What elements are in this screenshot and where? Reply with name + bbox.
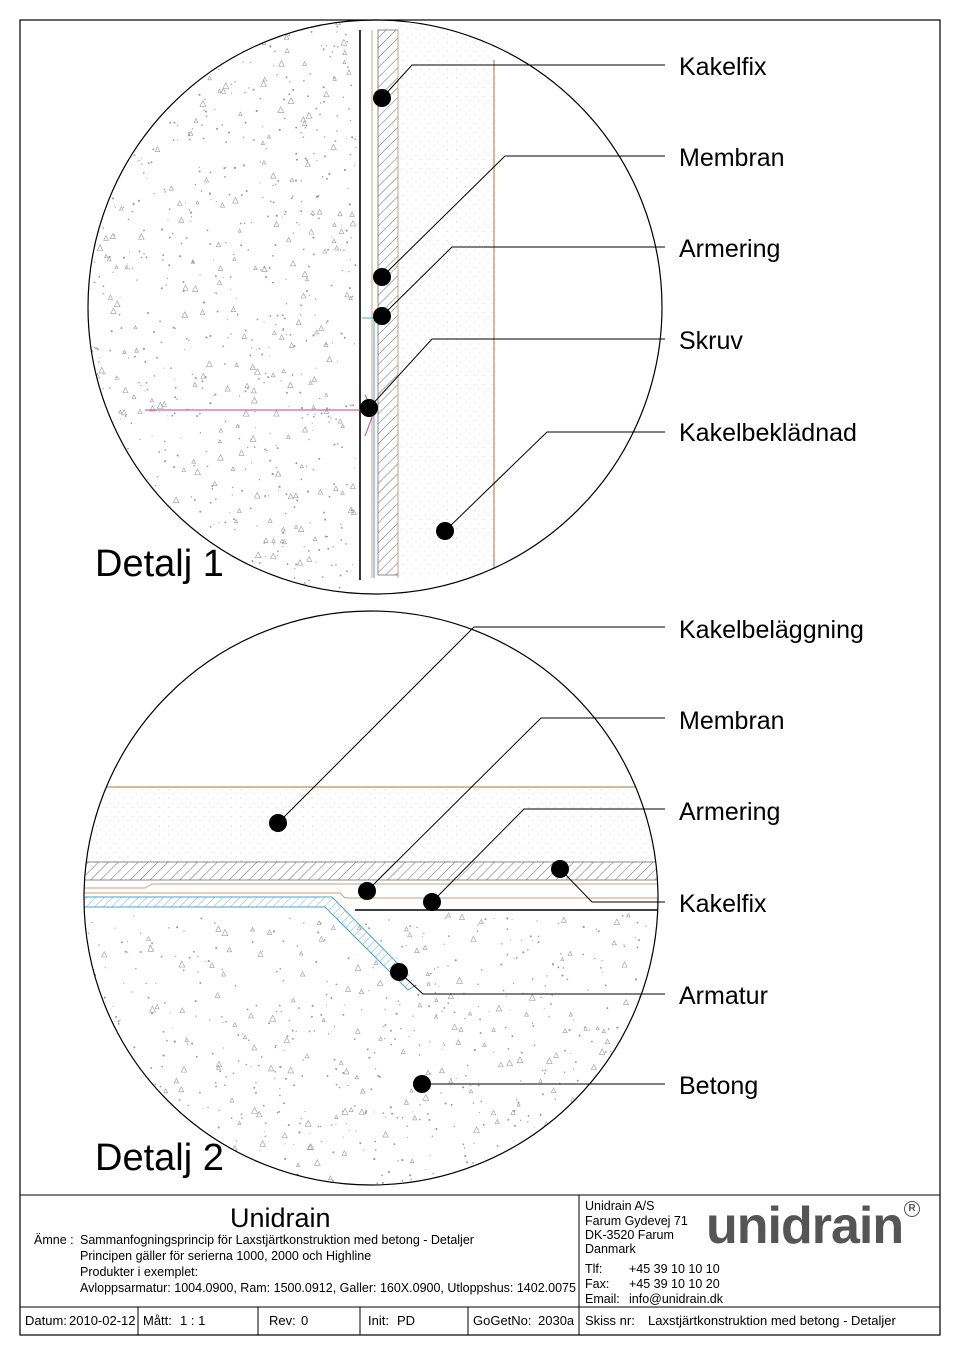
detail-1-title: Detalj 1 — [95, 543, 224, 585]
datum-value: 2010-02-12 — [69, 1313, 136, 1328]
subject-line: Principen gäller för serierna 1000, 2000… — [80, 1249, 372, 1263]
subject-line: Sammanfogningsprincip för Laxstjärtkonst… — [80, 1233, 474, 1247]
callout-dot — [551, 860, 569, 878]
leader-line — [444, 431, 665, 532]
callout-dot — [373, 268, 391, 286]
label-armatur: Armatur — [679, 982, 768, 1010]
gogetno-value: 2030a — [538, 1313, 575, 1328]
matt-label: Mått: — [143, 1313, 172, 1328]
contact-label: Email: — [585, 1292, 620, 1306]
title-block-frame — [20, 1194, 940, 1335]
unidrain-logo: unidrain — [706, 1197, 904, 1255]
label-armering: Armering — [679, 798, 781, 826]
skiss-value: Laxstjärtkonstruktion med betong - Detal… — [648, 1313, 896, 1328]
concrete-speckle — [84, 912, 658, 1185]
contact-label: Tlf: — [585, 1262, 603, 1276]
label-skruv: Skruv — [679, 327, 743, 355]
label-kakelbelaggning: Kakelbeläggning — [679, 616, 864, 644]
detail-2-circle — [83, 610, 659, 1186]
leader-line — [381, 64, 665, 99]
label-membran: Membran — [679, 144, 785, 172]
subject-line: Avloppsarmatur: 1004.0900, Ram: 1500.091… — [80, 1281, 576, 1295]
contact-value: +45 39 10 10 20 — [629, 1277, 720, 1291]
label-armering: Armering — [679, 235, 781, 263]
membrane-line — [84, 892, 658, 899]
detail-1-circle — [87, 19, 663, 595]
rev-label: Rev: — [269, 1313, 296, 1328]
init-value: PD — [397, 1313, 416, 1328]
concrete-speckle — [88, 20, 357, 594]
company-title: Unidrain — [230, 1203, 331, 1233]
datum-label: Datum: — [25, 1313, 67, 1328]
label-kakelbekladnad: Kakelbeklädnad — [679, 419, 857, 447]
kakelfix-layer — [84, 861, 658, 881]
callout-dot — [358, 882, 376, 900]
detail-2-title: Detalj 2 — [95, 1137, 224, 1179]
gogetno-label: GoGetNo: — [473, 1313, 532, 1328]
address-line: DK-3520 Farum — [585, 1228, 674, 1242]
contact-value: info@unidrain.dk — [629, 1292, 723, 1306]
detail-1-drawing — [87, 19, 663, 595]
leader-line — [431, 808, 665, 903]
registered-mark: R — [904, 1201, 920, 1217]
matt-value: 1 : 1 — [180, 1313, 206, 1328]
callout-dot — [436, 522, 454, 540]
leader-line — [381, 246, 665, 317]
leader-line — [366, 717, 665, 892]
leader-line — [559, 868, 665, 903]
leader-line — [381, 155, 665, 278]
label-betong: Betong — [679, 1072, 759, 1100]
armatur-flange — [84, 896, 419, 991]
tile-cladding-panel — [398, 20, 494, 578]
label-kakelfix: Kakelfix — [679, 53, 767, 81]
callout-dot — [360, 399, 378, 417]
sheet-frame — [19, 19, 941, 1336]
contact-value: +45 39 10 10 10 — [629, 1262, 720, 1276]
label-kakelfix: Kakelfix — [679, 890, 767, 918]
label-membran: Membran — [679, 707, 785, 735]
init-label: Init: — [368, 1313, 389, 1328]
address-line: Farum Gydevej 71 — [585, 1214, 688, 1228]
concrete-wall — [88, 20, 360, 594]
concrete-slab — [84, 910, 658, 1185]
leader-line — [277, 626, 665, 824]
subject-line: Produkter i exemplet: — [80, 1265, 199, 1279]
tile-covering-panel — [84, 787, 658, 862]
detail-2-leaders — [269, 626, 665, 1093]
callout-dot — [269, 814, 287, 832]
skiss-label: Skiss nr: — [585, 1313, 635, 1328]
callout-dot — [373, 89, 391, 107]
subject-label: Ämne : — [34, 1233, 74, 1247]
contact-label: Fax: — [585, 1277, 610, 1291]
callout-dot — [413, 1075, 431, 1093]
callout-dot — [373, 307, 391, 325]
detail-1-leaders — [360, 64, 665, 540]
address-line: Danmark — [585, 1242, 636, 1256]
callout-dot — [390, 963, 408, 981]
membrane-line — [84, 883, 658, 889]
leader-line — [368, 338, 665, 409]
detail-2-drawing — [83, 610, 659, 1186]
rev-value: 0 — [301, 1313, 309, 1328]
address-line: Unidrain A/S — [585, 1199, 655, 1213]
callout-dot — [423, 893, 441, 911]
leader-line — [398, 971, 665, 995]
